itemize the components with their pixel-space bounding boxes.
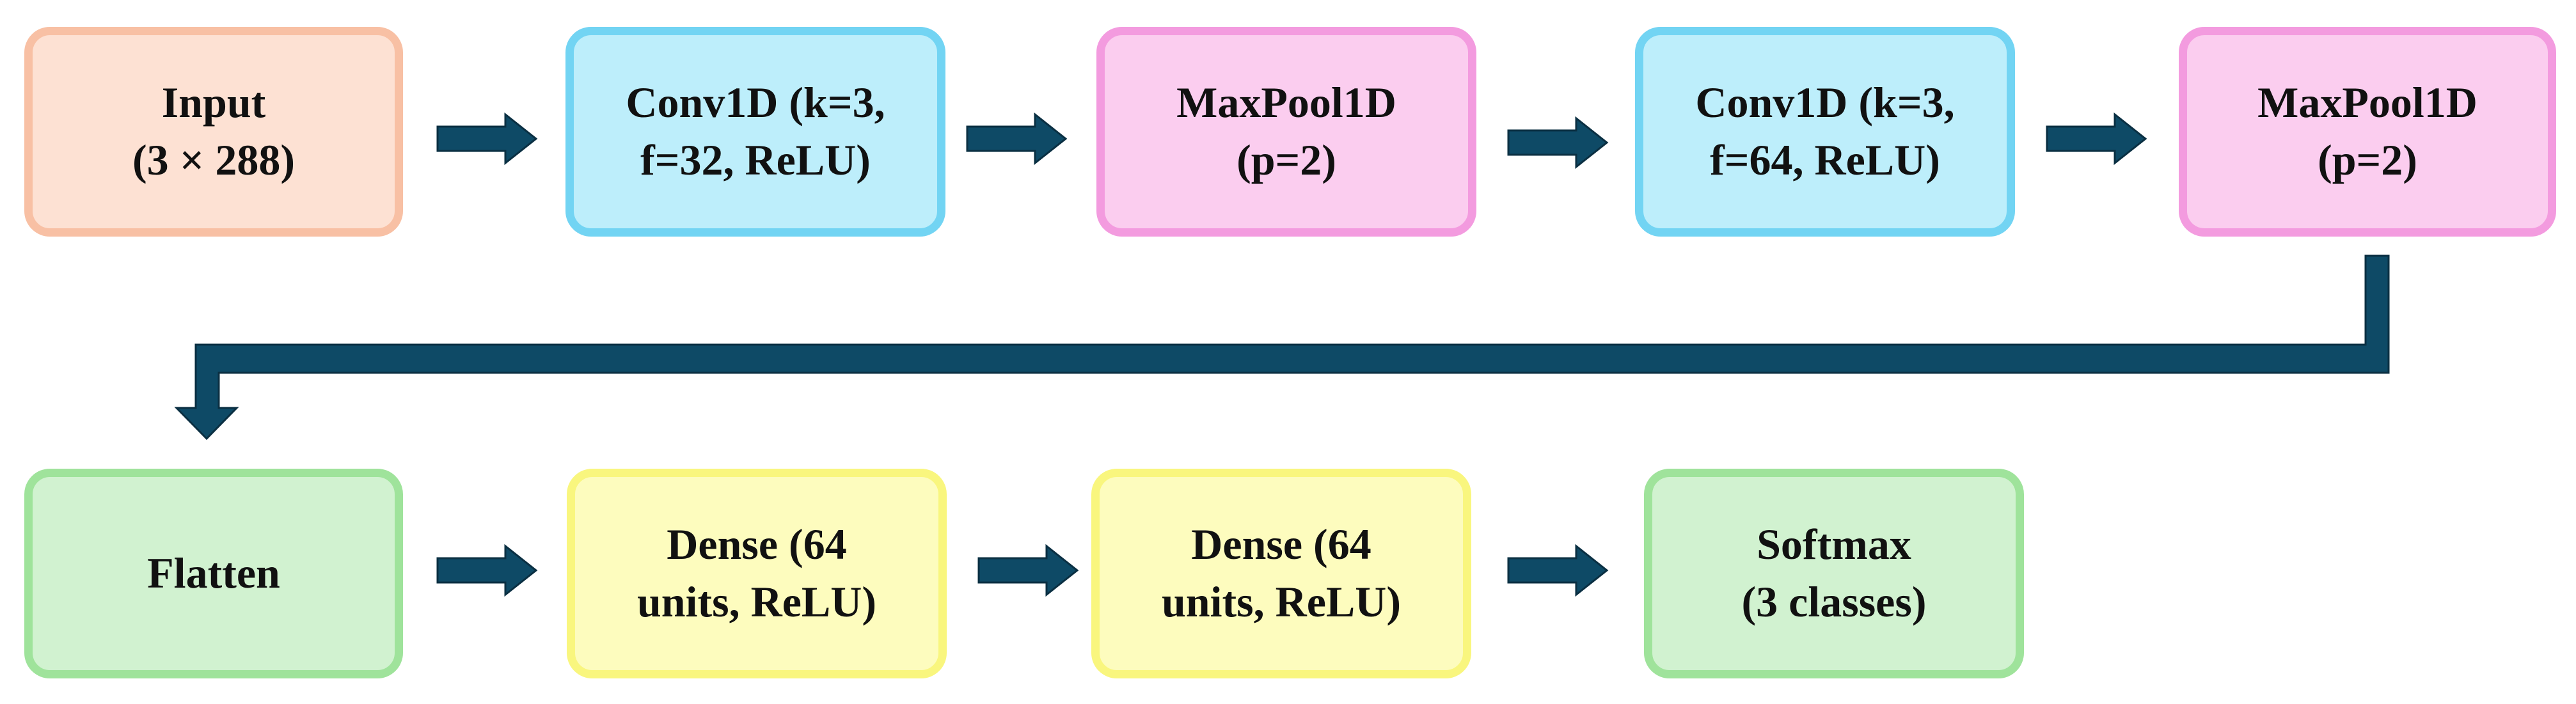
dense-layer-1-box: Dense (64 units, ReLU) (567, 469, 947, 678)
maxpool1d-layer-1-title: MaxPool1D (1176, 78, 1396, 127)
conv1d-layer-2-line1: Conv1D (k=3, (1695, 78, 1955, 127)
flatten-layer-title: Flatten (147, 549, 280, 598)
arrow-maxpool1-to-conv2 (1507, 116, 1609, 169)
conv1d-layer-2-line2: f=64, ReLU) (1710, 136, 1940, 184)
dense-layer-1-line2: units, ReLU) (636, 577, 877, 626)
input-layer-shape: (3 × 288) (132, 136, 296, 184)
softmax-layer-box: Softmax (3 classes) (1644, 469, 2024, 678)
dense-layer-2-line2: units, ReLU) (1161, 577, 1402, 626)
arrow-conv1-to-maxpool1 (966, 112, 1068, 166)
softmax-layer-classes: (3 classes) (1741, 577, 1927, 626)
input-layer-title: Input (161, 78, 266, 127)
input-layer-box: Input (3 × 288) (24, 27, 403, 237)
arrow-flatten-to-dense1 (436, 544, 538, 597)
softmax-layer-title: Softmax (1757, 520, 1911, 569)
maxpool1d-layer-2-param: (p=2) (2318, 136, 2417, 184)
maxpool1d-layer-1-box: MaxPool1D (p=2) (1096, 27, 1476, 237)
arrow-input-to-conv1 (436, 112, 538, 166)
conv1d-layer-2-box: Conv1D (k=3, f=64, ReLU) (1635, 27, 2015, 237)
arrow-dense2-to-softmax (1507, 544, 1609, 597)
dense-layer-1-line1: Dense (64 (667, 520, 847, 569)
arrow-dense1-to-dense2 (977, 544, 1079, 597)
conv1d-layer-1-line2: f=32, ReLU) (640, 136, 871, 184)
conv1d-layer-1-box: Conv1D (k=3, f=32, ReLU) (565, 27, 945, 237)
arrow-conv2-to-maxpool2 (2046, 112, 2147, 166)
dense-layer-2-box: Dense (64 units, ReLU) (1091, 469, 1471, 678)
arrow-maxpool2-to-flatten (174, 254, 2390, 441)
conv1d-layer-1-line1: Conv1D (k=3, (626, 78, 885, 127)
flatten-layer-box: Flatten (24, 469, 403, 678)
maxpool1d-layer-1-param: (p=2) (1237, 136, 1336, 184)
maxpool1d-layer-2-box: MaxPool1D (p=2) (2179, 27, 2556, 237)
maxpool1d-layer-2-title: MaxPool1D (2257, 78, 2477, 127)
dense-layer-2-line1: Dense (64 (1191, 520, 1371, 569)
